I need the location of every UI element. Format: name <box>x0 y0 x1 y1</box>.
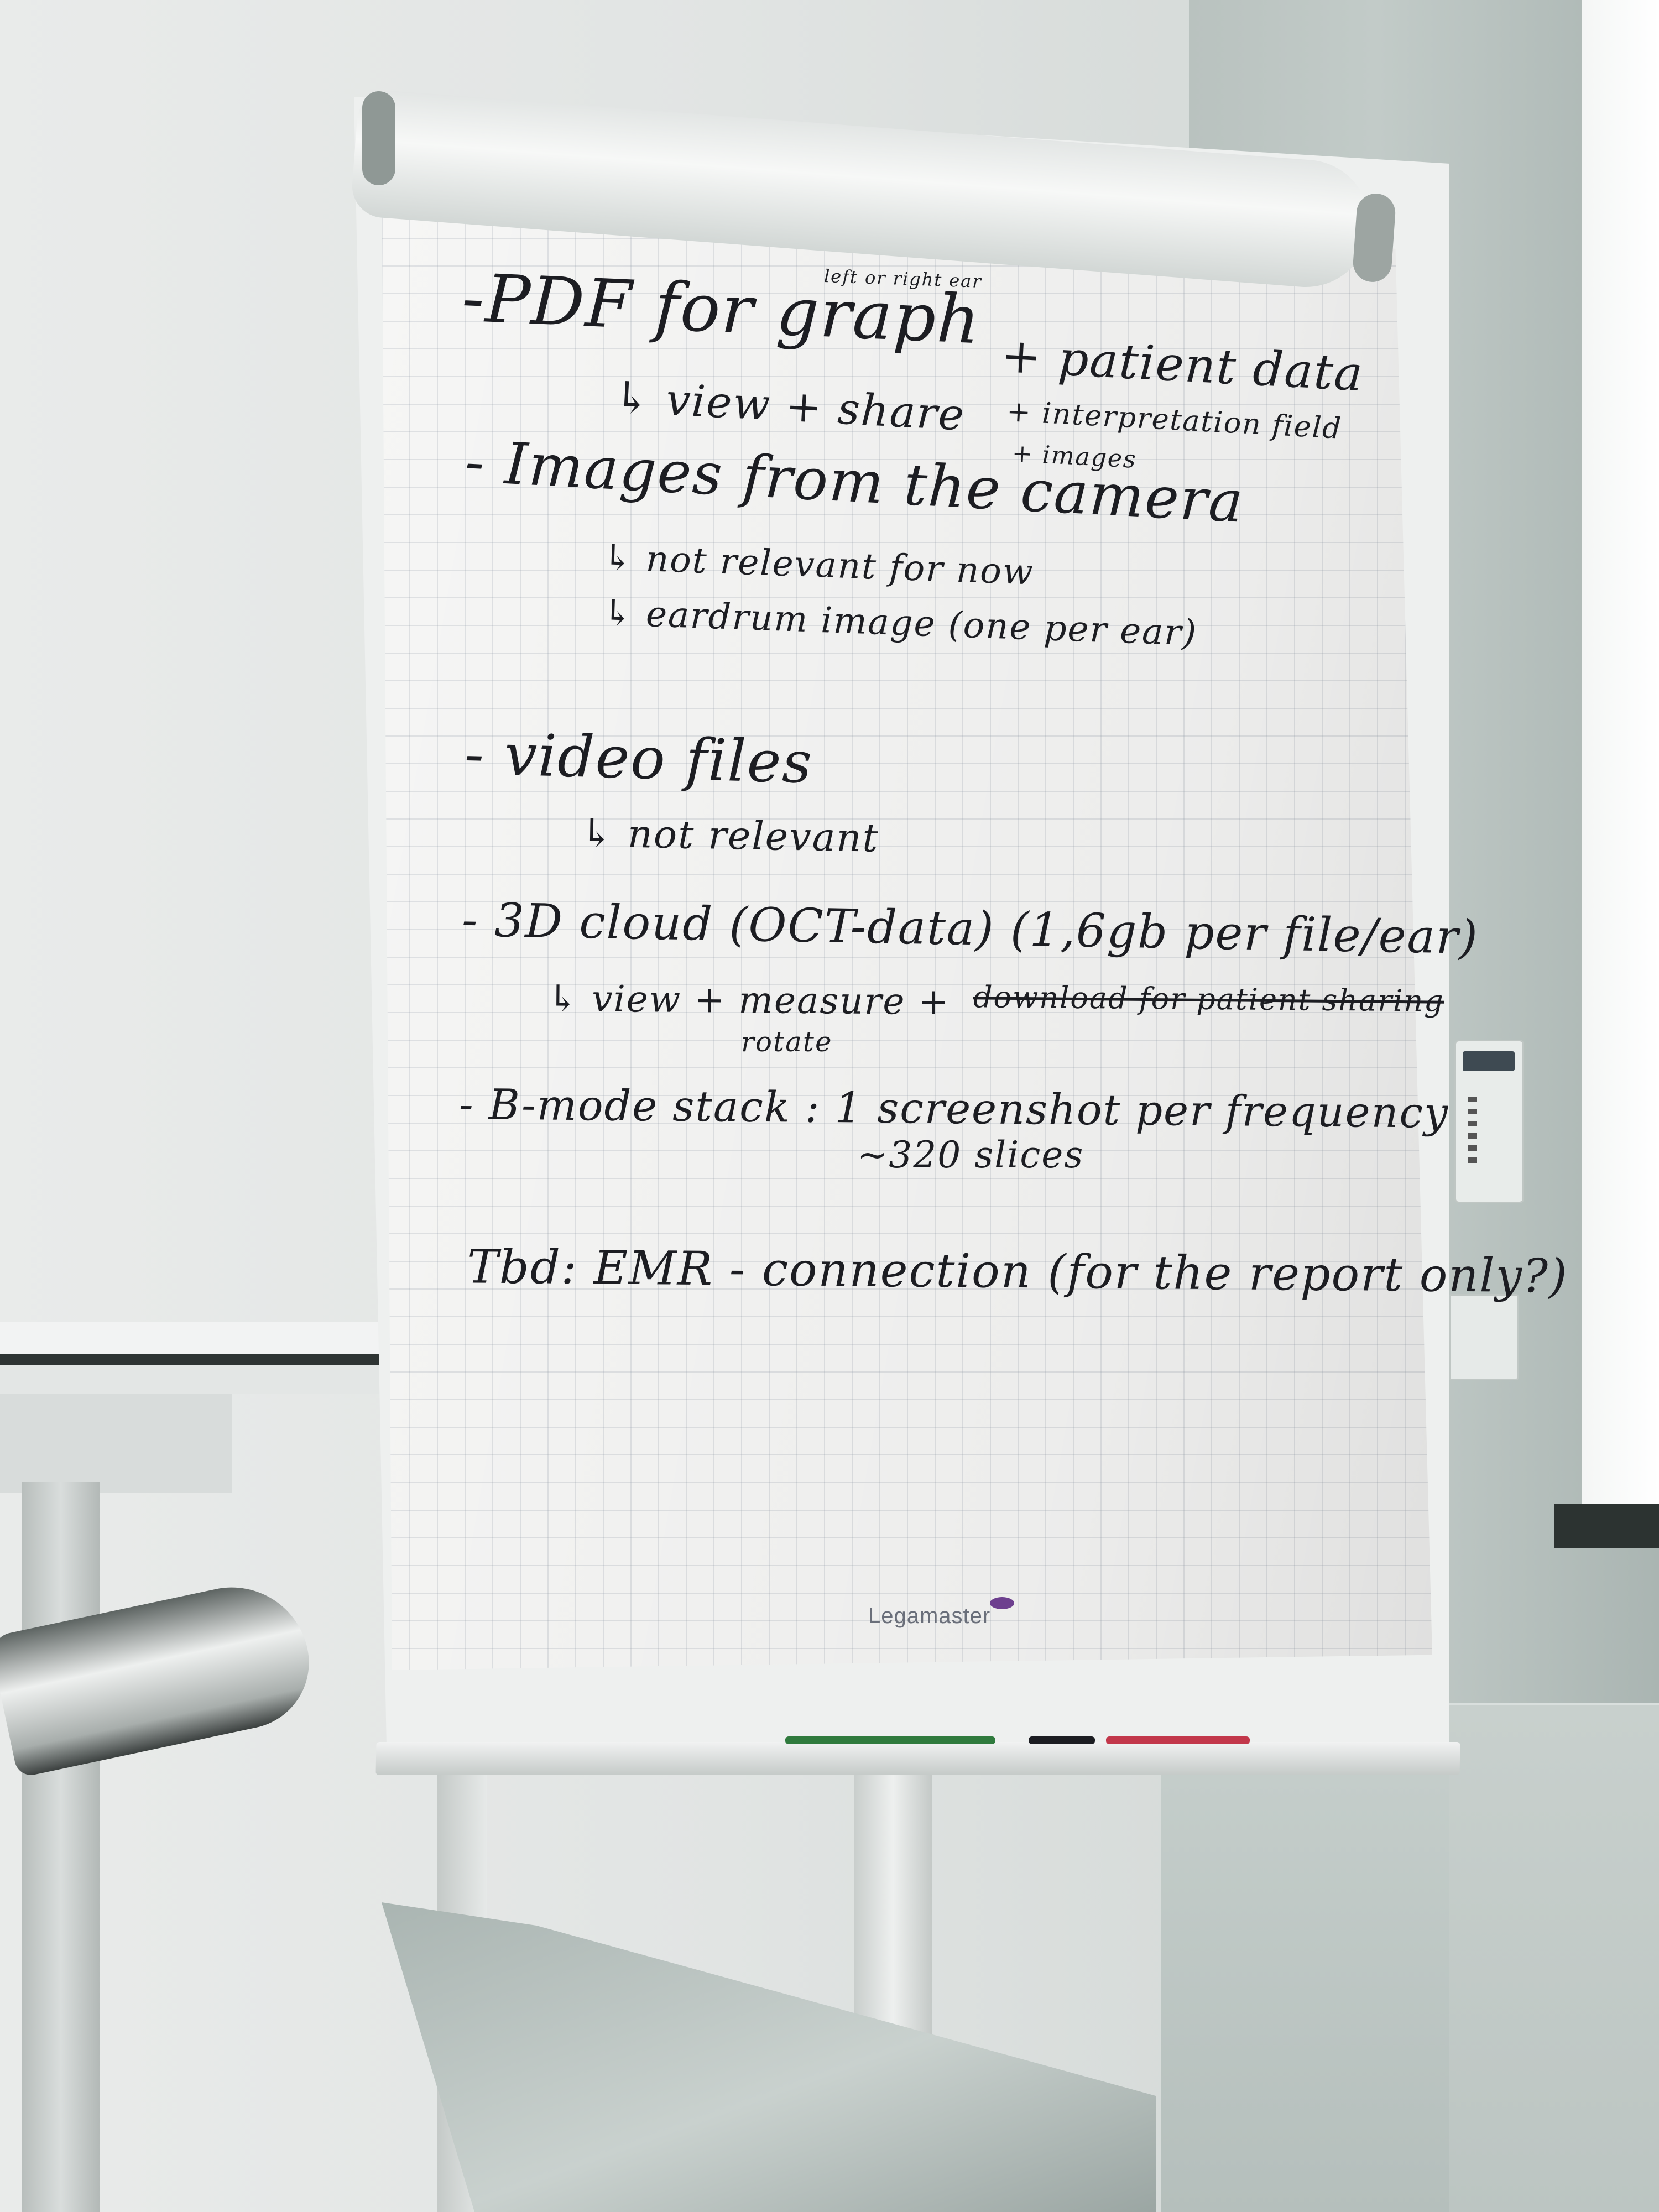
note-line-7: - video files <box>463 719 814 797</box>
marker-tray <box>375 1742 1460 1775</box>
black-marker <box>1029 1736 1095 1744</box>
note-line-1-right: + patient data <box>999 327 1365 403</box>
green-marker <box>785 1736 995 1744</box>
legamaster-logo-icon <box>990 1597 1014 1609</box>
note-line-2-right: + interpretation field <box>1005 395 1343 446</box>
light-switch <box>1449 1294 1519 1380</box>
table-top <box>0 1322 387 1394</box>
flipchart-paper <box>382 155 1432 1670</box>
window <box>1582 0 1659 1504</box>
window-sill <box>1554 1504 1659 1548</box>
note-line-11: rotate <box>741 1026 833 1058</box>
wall-panel <box>1449 1703 1659 2212</box>
table-apron <box>0 1394 232 1493</box>
thermostat-screen <box>1463 1051 1515 1071</box>
brand-label: Legamaster <box>868 1604 991 1628</box>
note-line-9: - 3D cloud (OCT-data) (1,6gb per file/ea… <box>461 892 1479 965</box>
table-leg <box>22 1482 100 2212</box>
thermostat <box>1454 1040 1524 1203</box>
roll-cap-left <box>362 91 395 185</box>
note-line-6: ↳ eardrum image (one per ear) <box>602 592 1198 654</box>
thermostat-keys <box>1468 1097 1477 1163</box>
note-line-14: Tbd: EMR - connection (for the report on… <box>467 1239 1569 1303</box>
red-marker <box>1106 1736 1250 1744</box>
note-line-10-strikethrough: download for patient sharing <box>973 979 1444 1019</box>
note-line-13: ~320 slices <box>857 1134 1084 1176</box>
note-line-12: - B-mode stack : 1 screenshot per freque… <box>458 1079 1449 1138</box>
note-line-5: ↳ not relevant for now <box>602 537 1035 593</box>
note-line-8: ↳ not relevant <box>580 810 880 861</box>
note-line-4: - Images from the camera <box>463 427 1246 536</box>
note-line-2: ↳ view + share <box>613 372 967 441</box>
note-line-10: ↳ view + measure + <box>547 977 951 1024</box>
paper-shading <box>382 155 1432 1670</box>
